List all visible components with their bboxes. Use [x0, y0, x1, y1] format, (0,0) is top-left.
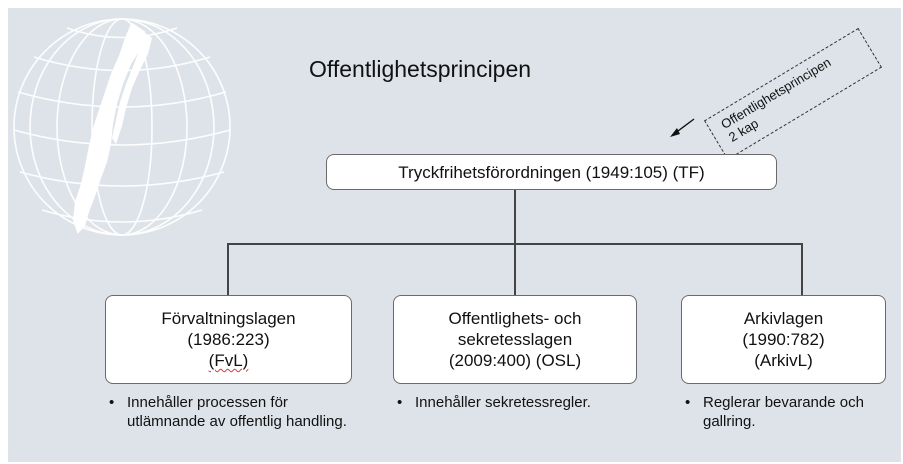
bullet-forvaltningslagen: Innehåller processen för utlämnande av o…	[107, 393, 347, 431]
note-line-1: Offentlighetsprincipen	[718, 54, 834, 132]
globe-sweden-map-icon	[13, 18, 231, 236]
box-line: (ArkivL)	[754, 351, 813, 370]
connector-left	[227, 243, 229, 296]
connector-middle	[514, 243, 516, 296]
box-line: Offentlighets- och	[448, 309, 582, 328]
page-title: Offentlighetsprincipen	[309, 56, 532, 82]
box-arkivlagen: Arkivlagen (1990:782) (ArkivL)	[681, 295, 886, 384]
box-line: Arkivlagen	[743, 309, 824, 328]
box-line: (1986:223)	[187, 330, 270, 349]
box-line: (1990:782)	[742, 330, 825, 349]
bullet-arkivlagen: Reglerar bevarande och gallring.	[683, 393, 903, 431]
box-tryckfrihetsforordningen: Tryckfrihetsförordningen (1949:105) (TF)	[326, 154, 777, 190]
slide-background: Offentlighetsprincipen Offentlighetsprin…	[8, 8, 901, 462]
note-offentlighetsprincipen-2-kap: Offentlighetsprincipen 2 kap	[704, 27, 882, 161]
box-line-spellcheck: (FvL)	[208, 351, 249, 370]
box-line: (2009:400) (OSL)	[448, 351, 582, 370]
box-label: Tryckfrihetsförordningen (1949:105) (TF)	[398, 162, 705, 182]
box-offentlighets-och-sekretesslagen: Offentlighets- och sekretesslagen (2009:…	[393, 295, 637, 384]
connector-right	[801, 243, 803, 296]
connector-vertical-top	[514, 190, 516, 244]
box-line: sekretesslagen	[457, 330, 573, 349]
note-line-2: 2 kap	[725, 115, 761, 145]
arrow-icon	[670, 118, 695, 137]
box-forvaltningslagen: Förvaltningslagen (1986:223) (FvL)	[105, 295, 352, 384]
bullet-osl: Innehåller sekretessregler.	[395, 393, 615, 412]
box-line: Förvaltningslagen	[161, 309, 296, 328]
